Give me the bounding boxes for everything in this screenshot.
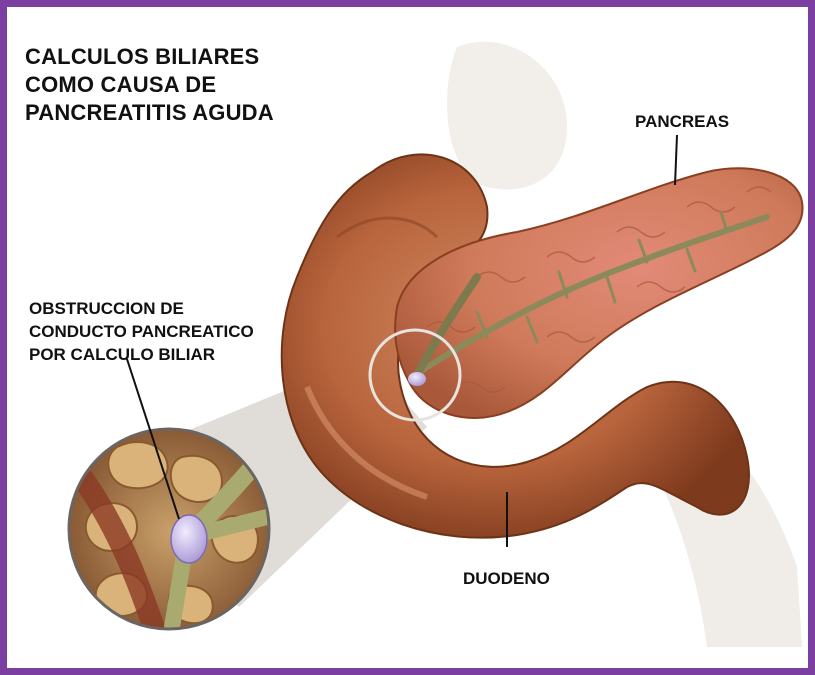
title-line-2: COMO CAUSA DE bbox=[25, 71, 274, 99]
diagram-title: CALCULOS BILIARES COMO CAUSA DE PANCREAT… bbox=[25, 43, 274, 127]
obstruccion-label: OBSTRUCCION DE CONDUCTO PANCREATICO POR … bbox=[29, 297, 254, 366]
obstruccion-line-3: POR CALCULO BILIAR bbox=[29, 343, 254, 366]
gallstone-magnified bbox=[171, 515, 207, 563]
background-organ-shape bbox=[447, 42, 567, 190]
pancreas-leader-line bbox=[675, 135, 677, 185]
title-line-3: PANCREATITIS AGUDA bbox=[25, 99, 274, 127]
duodeno-label: DUODENO bbox=[463, 569, 550, 589]
gallstone bbox=[408, 372, 426, 386]
pancreas-label: PANCREAS bbox=[635, 112, 729, 132]
title-line-1: CALCULOS BILIARES bbox=[25, 43, 274, 71]
obstruccion-line-2: CONDUCTO PANCREATICO bbox=[29, 320, 254, 343]
obstruccion-line-1: OBSTRUCCION DE bbox=[29, 297, 254, 320]
